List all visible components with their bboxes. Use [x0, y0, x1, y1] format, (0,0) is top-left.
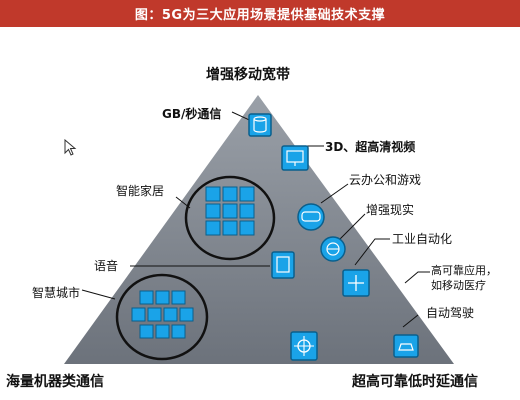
lock-icon [239, 220, 255, 236]
mouse-cursor-icon [64, 139, 77, 156]
home-icon [205, 203, 221, 219]
figure-title-banner: 图：5G为三大应用场景提供基础技术支撑 [0, 0, 520, 27]
leader-line-industrial [354, 238, 390, 266]
street-light-icon [147, 307, 162, 322]
sensor-icon [155, 324, 170, 339]
augmented-reality-label: 增强现实 [366, 203, 415, 217]
autonomous-driving-label: 自动驾驶 [426, 306, 475, 320]
smart-home-label: 智能家居 [116, 184, 165, 198]
door-icon [239, 186, 255, 202]
voice-label: 语音 [94, 259, 119, 273]
meter-icon [163, 307, 178, 322]
apex-embb-label: 增强移动宽带 [206, 67, 290, 83]
speaker-icon [205, 220, 221, 236]
triangle-diagram [64, 95, 454, 364]
smart-city-group-circle [115, 273, 209, 361]
diagram-canvas: 增强移动宽带 海量机器类通信 超高可靠低时延通信 GB/秒通信 3D、超高清视频… [0, 27, 520, 400]
leader-line-reliable [404, 271, 430, 284]
smart-home-group-circle [184, 175, 276, 261]
leader-line-cloud [320, 183, 349, 204]
fridge-icon [222, 220, 238, 236]
camera-icon [222, 203, 238, 219]
leader-line-smart-city [81, 289, 116, 300]
bus-icon [155, 290, 170, 305]
phone-icon [271, 251, 295, 279]
vr-headset-icon [297, 203, 325, 231]
reliable-applications-label: 高可靠应用， 如移动医疗 [431, 264, 497, 292]
thermostat-icon [239, 203, 255, 219]
apex-urllc-label: 超高可靠低时延通信 [352, 374, 478, 390]
industrial-automation-label: 工业自动化 [392, 232, 453, 246]
car-icon [393, 334, 419, 358]
parking-icon [131, 307, 146, 322]
smart-city-label: 智慧城市 [32, 286, 81, 300]
tree-icon [179, 307, 194, 322]
tablet-icon [222, 186, 238, 202]
leader-line-ar [337, 213, 366, 242]
leader-line-smart-home [175, 196, 191, 209]
bin-icon [139, 324, 154, 339]
figure-title: 图：5G为三大应用场景提供基础技术支撑 [134, 8, 386, 23]
gbps-communication-label: GB/秒通信 [162, 107, 222, 121]
traffic-light-icon [139, 290, 154, 305]
building-icon [171, 290, 186, 305]
lightbulb-icon [205, 186, 221, 202]
cctv-icon [171, 324, 186, 339]
apex-mmtc-label: 海量机器类通信 [6, 374, 104, 390]
leader-line-autonomous [402, 314, 419, 328]
monitor-icon [281, 145, 309, 171]
uhd-video-label: 3D、超高清视频 [325, 140, 416, 154]
cloud-gaming-label: 云办公和游戏 [349, 173, 422, 187]
